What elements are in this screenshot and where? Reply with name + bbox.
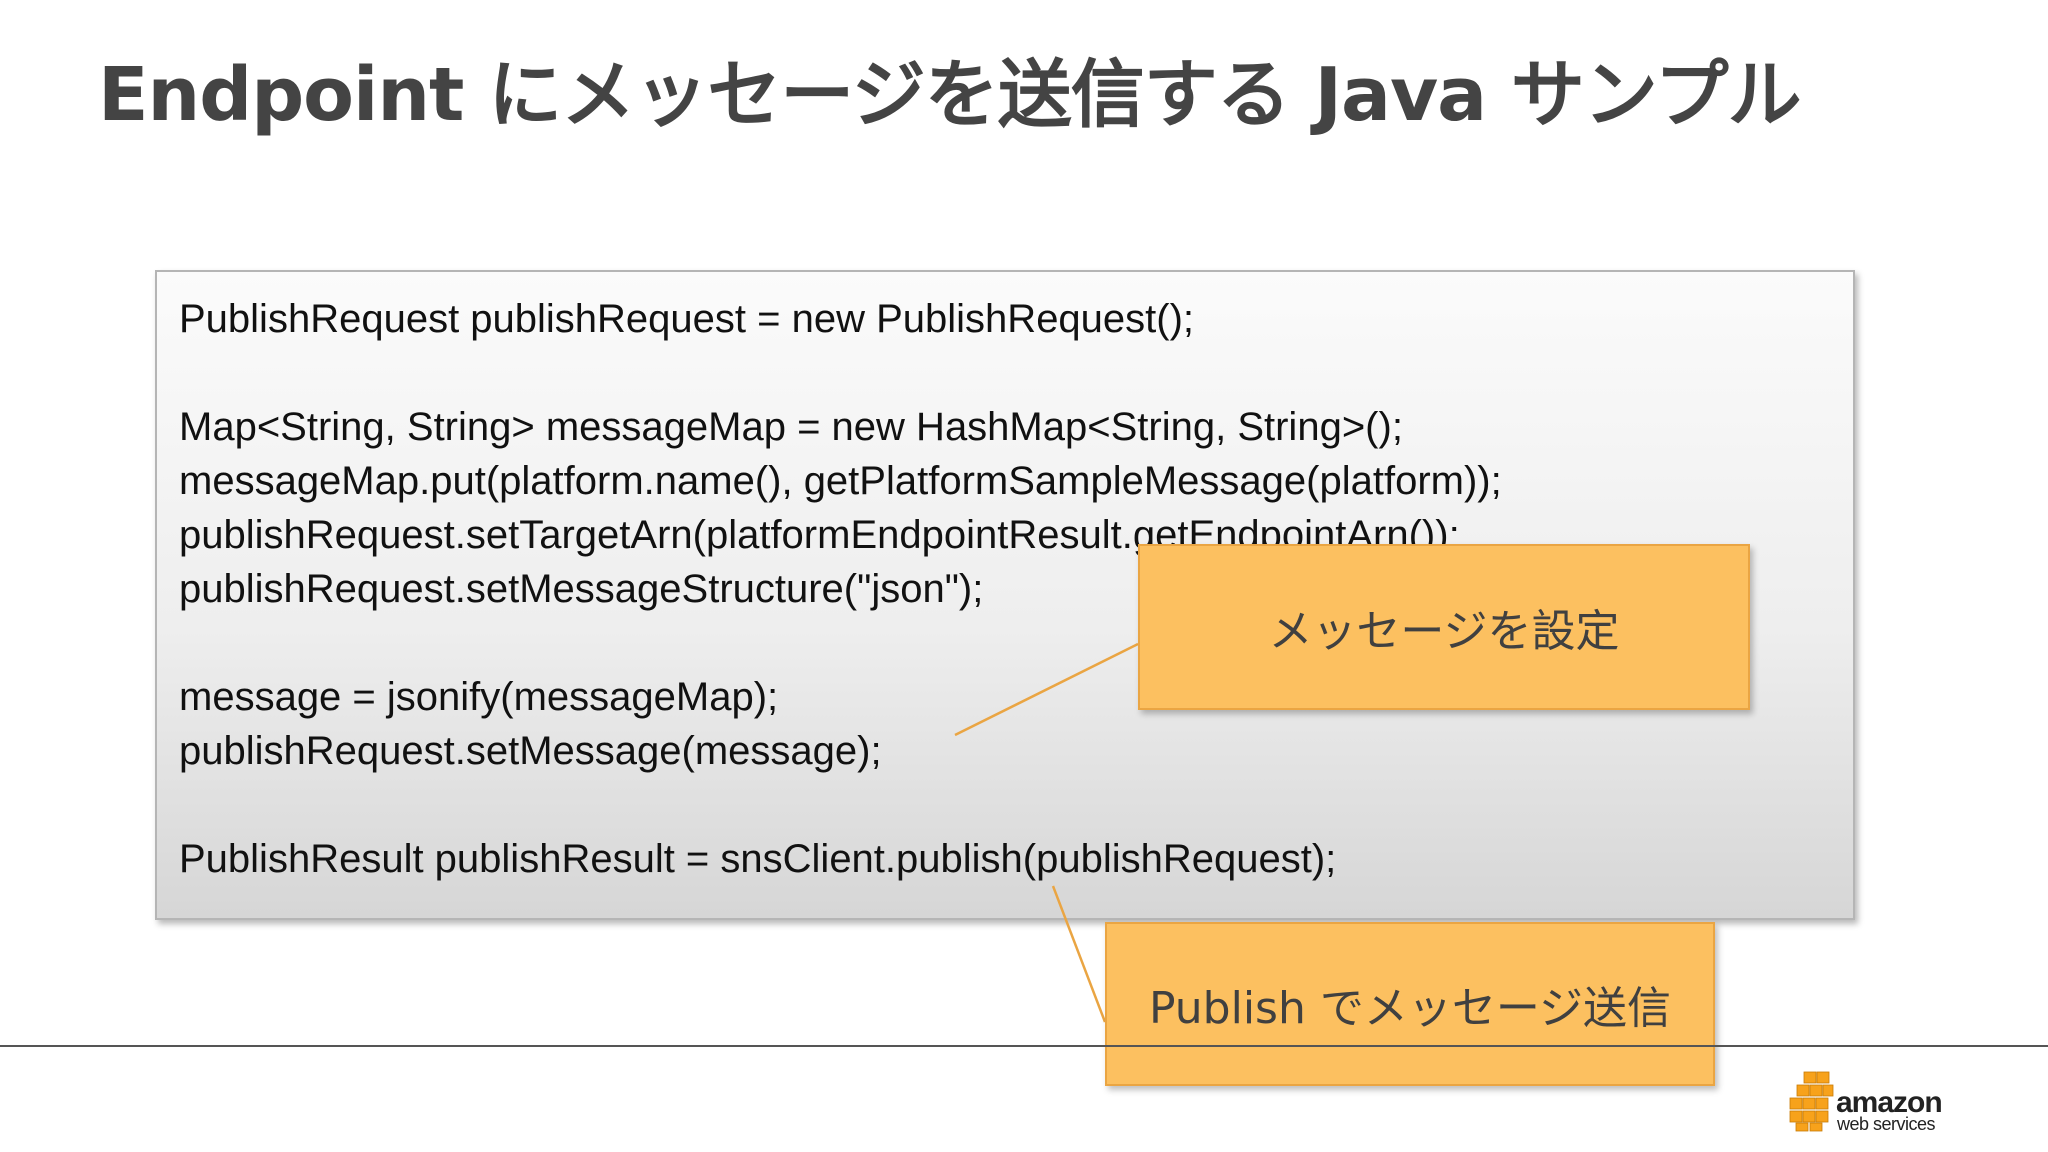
code-line: message = jsonify(messageMap); (179, 675, 779, 719)
footer-divider (0, 1045, 2048, 1047)
code-line: publishRequest.setMessage(message); (179, 729, 882, 773)
callout-publish-message-label: Publish でメッセージ送信 (1149, 983, 1671, 1034)
code-line: messageMap.put(platform.name(), getPlatf… (179, 459, 1502, 503)
callout-set-message-label: メッセージを設定 (1268, 606, 1620, 657)
aws-logo-word: amazon (1836, 1086, 1943, 1119)
callout-set-message: メッセージを設定 (1138, 544, 1750, 710)
code-line: PublishRequest publishRequest = new Publ… (179, 297, 1195, 341)
callout-publish-message: Publish でメッセージ送信 (1105, 922, 1715, 1086)
aws-cubes-icon (1789, 1071, 1834, 1132)
code-line: PublishResult publishResult = snsClient.… (179, 837, 1337, 881)
aws-logo: amazon web services (1788, 1070, 1978, 1136)
code-line: publishRequest.setMessageStructure("json… (179, 567, 984, 611)
aws-logo-subtext: web services (1837, 1114, 1936, 1134)
slide-title: Endpoint にメッセージを送信する Java サンプル (98, 52, 1802, 138)
code-line: Map<String, String> messageMap = new Has… (179, 405, 1403, 449)
